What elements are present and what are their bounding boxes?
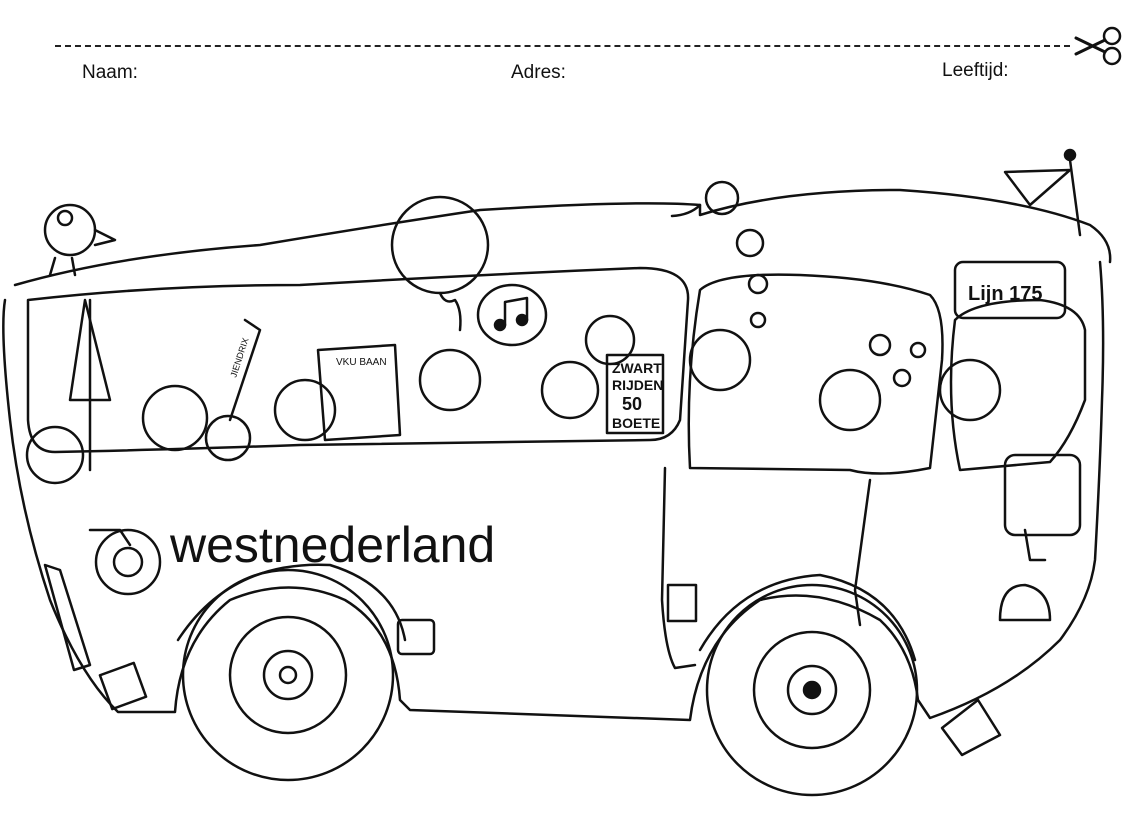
scissors-icon — [1074, 26, 1122, 66]
bus-window-driver — [949, 298, 1087, 472]
rear-wheel — [181, 568, 395, 782]
address-label: Adres: — [511, 62, 566, 83]
bus-body — [2, 260, 1105, 722]
bus-logo — [88, 528, 162, 596]
guitar-icon — [204, 318, 262, 462]
notice-amount: 50 — [622, 394, 642, 414]
bus-window-door — [687, 273, 944, 475]
bus-roof — [13, 188, 1112, 287]
bus-door — [660, 466, 697, 670]
flowers-icon — [868, 333, 927, 388]
newspaper-icon — [316, 343, 402, 442]
bird-icon — [43, 203, 117, 277]
name-label: Naam: — [82, 62, 138, 83]
front-wheel — [705, 583, 919, 797]
notice-line1: ZWART — [612, 360, 662, 376]
balloon-icon — [390, 195, 490, 332]
cut-line — [55, 45, 1070, 47]
bus-window-rear — [26, 266, 690, 454]
umbrella-icon — [68, 298, 112, 472]
newspaper-header: VKU BAAN — [336, 357, 387, 368]
headlight-icon — [998, 583, 1052, 622]
notice-line3: BOETE — [612, 415, 660, 431]
mirror-icon — [1003, 453, 1082, 562]
route-sign-text: Lijn 175 — [968, 283, 1042, 305]
flag-icon — [1003, 148, 1082, 237]
steam-clouds — [704, 180, 769, 329]
guitar-text: JIENDRIX — [228, 337, 250, 379]
bus-brand-text: westnederland — [169, 517, 495, 573]
notice-line2: RIJDEN — [612, 377, 663, 393]
route-sign — [953, 260, 1067, 320]
age-label: Leeftijd: — [942, 60, 1009, 81]
fine-notice — [605, 353, 665, 435]
passengers — [25, 314, 1002, 485]
music-note-icon — [476, 283, 548, 347]
